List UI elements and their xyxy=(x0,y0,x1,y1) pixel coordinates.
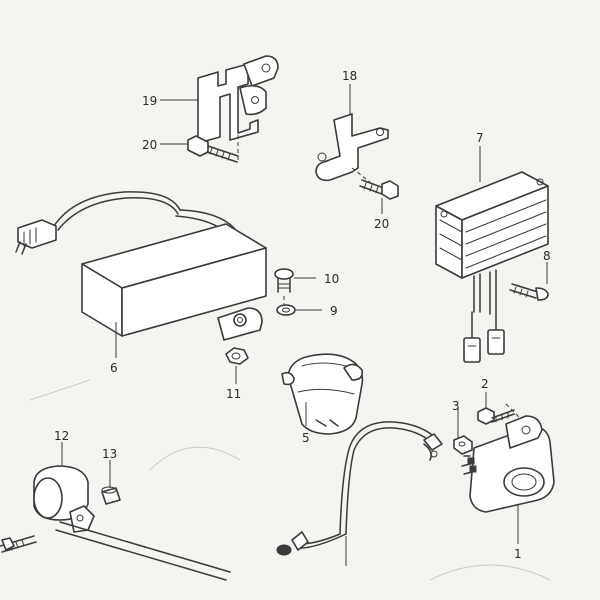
part-13-cap xyxy=(101,486,121,505)
part-20-bolt-centre xyxy=(359,179,399,200)
callout-10: 10 xyxy=(324,272,339,286)
part-6-cdi-unit xyxy=(15,191,267,341)
callout-11: 11 xyxy=(226,387,241,401)
callout-12: 12 xyxy=(54,429,69,443)
callout-5: 5 xyxy=(302,431,310,445)
part-9-washer xyxy=(276,296,296,316)
part-3-grommet xyxy=(453,435,473,455)
callout-3: 3 xyxy=(452,399,460,413)
callout-9: 9 xyxy=(330,304,338,318)
part-10-screw xyxy=(274,268,294,293)
main-harness-cable xyxy=(276,421,443,566)
callout-6: 6 xyxy=(110,361,118,375)
background-ghost-marks xyxy=(29,379,551,581)
callout-19: 19 xyxy=(142,94,157,108)
callout-numbers: 19 20 18 20 7 8 10 9 6 11 5 12 13 3 2 1 xyxy=(54,69,551,561)
part-8-screw xyxy=(509,283,549,301)
callout-18: 18 xyxy=(342,69,357,83)
part-18-bracket xyxy=(315,113,389,183)
callout-7: 7 xyxy=(476,131,484,145)
callout-8: 8 xyxy=(543,249,551,263)
part-19-bracket xyxy=(197,55,279,144)
callout-20-centre: 20 xyxy=(374,217,389,231)
callout-2: 2 xyxy=(481,377,489,391)
callout-1: 1 xyxy=(514,547,522,561)
part-20-bolt-left xyxy=(187,112,239,163)
callout-13: 13 xyxy=(102,447,117,461)
part-11-nut xyxy=(225,347,249,365)
callout-20-left: 20 xyxy=(142,138,157,152)
part-5-ignition-coil xyxy=(281,353,364,435)
part-12-horn xyxy=(0,465,231,581)
leader-lines xyxy=(61,84,548,544)
part-7-regulator-rectifier xyxy=(435,171,549,363)
part-1-starter-relay xyxy=(461,415,555,513)
